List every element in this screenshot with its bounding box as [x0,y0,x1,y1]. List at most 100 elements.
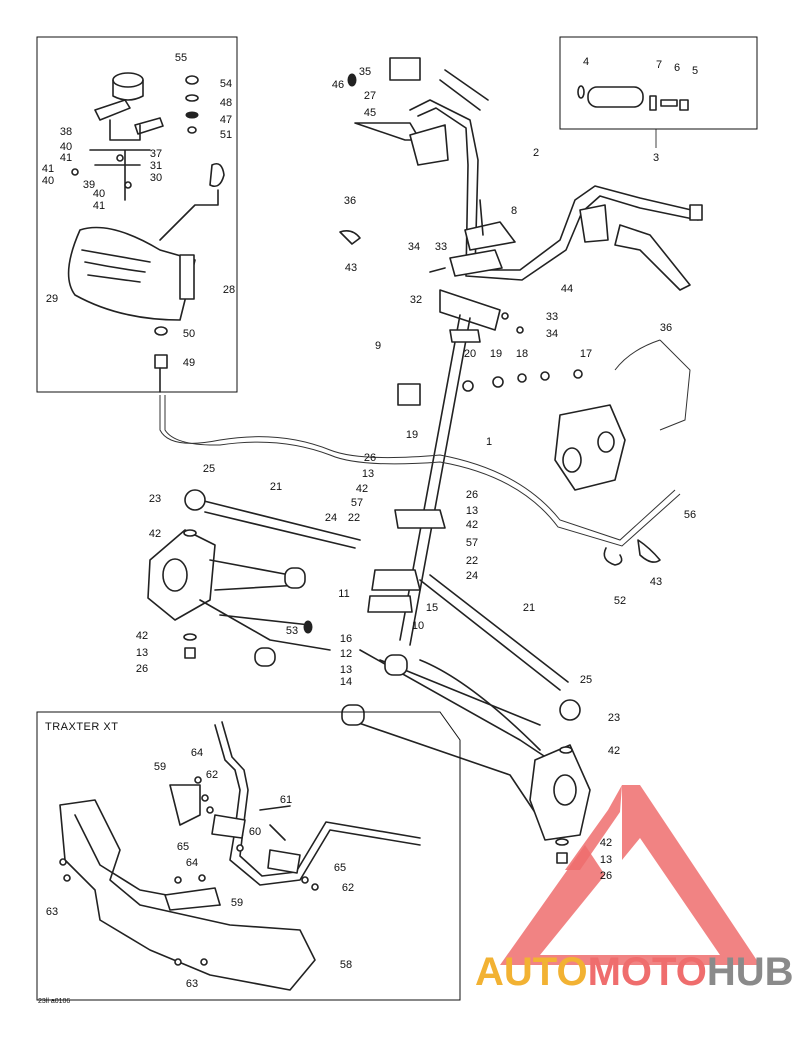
callout-c37: 37 [150,148,162,160]
callout-c65b: 65 [334,862,346,874]
callout-c25a: 25 [203,463,215,475]
svg-text:AUTOMOTOHUB: AUTOMOTOHUB [475,950,794,994]
callout-c52: 52 [614,595,626,607]
callout-c35: 35 [359,66,371,78]
callout-c16: 16 [340,633,352,645]
watermark-hub: HUB [707,950,794,994]
callout-c42e: 42 [608,745,620,757]
inset-grip-detail [559,36,758,148]
callout-c4: 4 [583,56,589,68]
callout-c3: 3 [653,152,659,164]
callout-c63a: 63 [46,906,58,918]
callout-c62a: 62 [206,769,218,781]
callout-c33b: 33 [546,311,558,323]
callout-c23b: 23 [608,712,620,724]
callout-c13b: 13 [466,505,478,517]
inset-traxter-xt [36,711,461,1001]
callout-c10: 10 [412,620,424,632]
callout-c24b: 24 [466,570,478,582]
callout-c26b: 26 [466,489,478,501]
callout-c17: 17 [580,348,592,360]
callout-c46: 46 [332,79,344,91]
callout-c58: 58 [340,959,352,971]
callout-c14: 14 [340,676,352,688]
callout-c13a: 13 [362,468,374,480]
callout-c65a: 65 [177,841,189,853]
callout-c29: 29 [46,293,58,305]
callout-c11: 11 [338,588,349,600]
callout-c21a: 21 [270,481,282,493]
callout-c2: 2 [533,147,539,159]
callout-c9: 9 [375,340,381,352]
watermark-auto: AUTO [475,950,588,994]
callout-c63b: 63 [186,978,198,990]
callout-c22b: 22 [466,555,478,567]
callout-c26d: 26 [600,870,612,882]
callout-c22a: 22 [348,512,360,524]
callout-c56: 56 [684,509,696,521]
callout-c12: 12 [340,648,352,660]
callout-c42a: 42 [356,483,368,495]
callout-c40a: 40 [60,141,72,153]
callout-c23a: 23 [149,493,161,505]
callout-c28: 28 [223,284,235,296]
callout-c38: 38 [60,126,72,138]
callout-c61: 61 [280,794,292,806]
callout-c41c: 41 [93,200,105,212]
callout-c40b: 40 [42,175,54,187]
callout-c44: 44 [561,283,573,295]
callout-c34a: 34 [408,241,420,253]
callout-c42d: 42 [136,630,148,642]
callout-c32: 32 [410,294,422,306]
callout-c42f: 42 [600,837,612,849]
callout-c41b: 41 [42,163,54,175]
callout-c47: 47 [220,114,232,126]
callout-c64a: 64 [191,747,203,759]
drawing-code: 23ll a0106 [38,998,70,1005]
callout-c59a: 59 [154,761,166,773]
callout-c1: 1 [486,436,492,448]
suspension [147,73,591,864]
callout-c20: 20 [464,348,476,360]
callout-c40c: 40 [93,188,105,200]
steering-assembly [354,57,703,646]
callout-c18: 18 [516,348,528,360]
callout-c62b: 62 [342,882,354,894]
callout-c7: 7 [656,59,662,71]
callout-c49: 49 [183,357,195,369]
callout-c25b: 25 [580,674,592,686]
callout-c15: 15 [426,602,438,614]
callout-c43a: 43 [345,262,357,274]
callout-c21b: 21 [523,602,535,614]
callout-c26a: 26 [364,452,376,464]
callout-c39: 39 [83,179,95,191]
callout-c26c: 26 [136,663,148,675]
callout-c31: 31 [150,160,162,172]
callout-c43b: 43 [650,576,662,588]
callout-c30: 30 [150,172,162,184]
callout-c36b: 36 [660,322,672,334]
callout-c34b: 34 [546,328,558,340]
callout-c60: 60 [249,826,261,838]
callout-c19b: 19 [406,429,418,441]
watermark-moto: MOTO [588,950,707,994]
callout-c54: 54 [220,78,232,90]
callout-c57a: 57 [351,497,363,509]
callout-c50: 50 [183,328,195,340]
callout-c53: 53 [286,625,298,637]
callout-c42b: 42 [149,528,161,540]
callout-c41a: 41 [60,152,72,164]
callout-c45: 45 [364,107,376,119]
callout-c27: 27 [364,90,376,102]
callout-c13e: 13 [600,854,612,866]
inset-handguard-detail [36,36,238,393]
callout-c13d: 13 [136,647,148,659]
callout-c8: 8 [511,205,517,217]
callout-c13c: 13 [340,664,352,676]
cable-and-carb [159,230,691,566]
callout-c5: 5 [692,65,698,77]
callout-c48: 48 [220,97,232,109]
callout-c51: 51 [220,129,232,141]
